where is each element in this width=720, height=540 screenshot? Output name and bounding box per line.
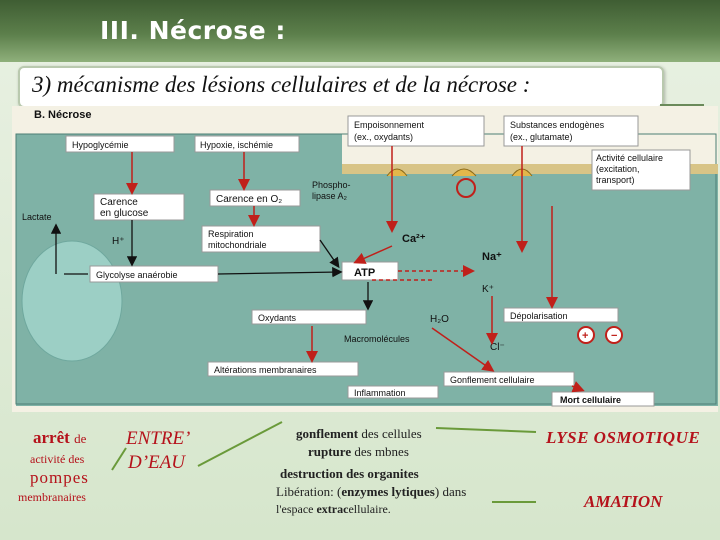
label-gonflement: Gonflement cellulaire (444, 372, 574, 386)
svg-text:transport): transport) (596, 175, 635, 185)
nucleus (22, 241, 122, 361)
svg-text:(ex., oxydants): (ex., oxydants) (354, 132, 413, 142)
text-gonflement: gonflement des cellules (296, 426, 422, 442)
svg-text:Phospho-: Phospho- (312, 180, 351, 190)
label-ca: Ca²⁺ (402, 233, 426, 245)
svg-text:Activité cellulaire: Activité cellulaire (596, 153, 663, 163)
label-na: Na⁺ (482, 251, 502, 263)
svg-text:Glycolyse anaérobie: Glycolyse anaérobie (96, 270, 178, 280)
necrosis-diagram: B. Nécrose Hypoglycémie Hypoxie, ischémi… (12, 106, 718, 412)
label-carence-o2: Carence en O₂ (210, 190, 300, 206)
text-deau: D’EAU (128, 452, 185, 474)
text-espace: l'espace extracellulaire. (276, 502, 391, 517)
label-k: K⁺ (482, 284, 494, 295)
diagram-section-title: B. Nécrose (34, 109, 91, 121)
text-membranaires: membranaires (18, 490, 86, 505)
svg-text:en glucose: en glucose (100, 208, 149, 219)
label-respiration: Respiration mitochondriale (202, 226, 320, 252)
text-lyse-osmotique: LYSE OSMOTIQUE (546, 428, 700, 448)
label-h-plus: H⁺ (112, 236, 125, 247)
text-rupture: rupture des mbnes (308, 444, 409, 460)
svg-text:mitochondriale: mitochondriale (208, 240, 267, 250)
text-arret: arrêt de (33, 428, 86, 448)
label-macromolecules: Macromolécules (344, 334, 410, 344)
svg-text:(ex., glutamate): (ex., glutamate) (510, 132, 573, 142)
text-pompes: pompes (30, 468, 89, 488)
label-empoisonnement: Empoisonnement (ex., oxydants) (348, 116, 484, 146)
label-atp: ATP (342, 262, 398, 280)
label-phospholipase: Phospho- lipase A₂ (312, 180, 351, 201)
svg-text:Dépolarisation: Dépolarisation (510, 311, 568, 321)
label-hypoxie: Hypoxie, ischémie (195, 136, 299, 152)
svg-text:Gonflement cellulaire: Gonflement cellulaire (450, 375, 535, 385)
header-band: III. Nécrose : (0, 0, 720, 62)
svg-text:(excitation,: (excitation, (596, 164, 640, 174)
label-activite: Activité cellulaire (excitation, transpo… (592, 150, 690, 190)
label-substances: Substances endogènes (ex., glutamate) (504, 116, 638, 146)
svg-text:Substances endogènes: Substances endogènes (510, 120, 605, 130)
svg-text:Altérations membranaires: Altérations membranaires (214, 365, 317, 375)
label-cl: Cl⁻ (490, 342, 505, 353)
svg-text:Respiration: Respiration (208, 229, 254, 239)
svg-text:lipase A₂: lipase A₂ (312, 191, 348, 201)
label-carence-glucose: Carence en glucose (94, 194, 184, 220)
label-oxydants: Oxydants (252, 310, 366, 324)
subtitle-box: 3) mécanisme des lésions cellulaires et … (18, 66, 664, 108)
label-glycolyse: Glycolyse anaérobie (90, 266, 218, 282)
text-amation: AMATION (584, 492, 662, 512)
label-depolarisation: Dépolarisation (504, 308, 618, 322)
svg-text:Carence: Carence (100, 197, 138, 208)
label-h2o: H₂O (430, 314, 449, 325)
svg-text:ATP: ATP (354, 267, 375, 279)
connector-entre-gonflement (196, 418, 286, 470)
svg-text:−: − (611, 330, 617, 342)
label-lactate: Lactate (22, 212, 52, 222)
svg-text:Empoisonnement: Empoisonnement (354, 120, 425, 130)
svg-text:Inflammation: Inflammation (354, 388, 406, 398)
slide-title: III. Nécrose : (100, 16, 286, 45)
bottom-annotations: arrêt de activité des pompes membranaire… (0, 412, 720, 540)
subtitle-text: 3) mécanisme des lésions cellulaires et … (32, 72, 530, 98)
svg-text:Hypoxie, ischémie: Hypoxie, ischémie (200, 140, 273, 150)
label-alterations: Altérations membranaires (208, 362, 358, 376)
svg-text:+: + (582, 330, 588, 342)
text-entre: ENTRE’ (126, 428, 190, 450)
svg-text:Hypoglycémie: Hypoglycémie (72, 140, 129, 150)
label-hypoglycemie: Hypoglycémie (66, 136, 174, 152)
connectors-right (432, 418, 542, 514)
svg-text:Carence en O₂: Carence en O₂ (216, 194, 282, 205)
label-inflammation: Inflammation (348, 386, 438, 398)
svg-text:Oxydants: Oxydants (258, 313, 297, 323)
svg-text:Mort cellulaire: Mort cellulaire (560, 395, 621, 405)
text-destruction: destruction des organites (280, 466, 419, 482)
text-activite-des: activité des (30, 452, 84, 467)
label-mort: Mort cellulaire (552, 392, 654, 406)
